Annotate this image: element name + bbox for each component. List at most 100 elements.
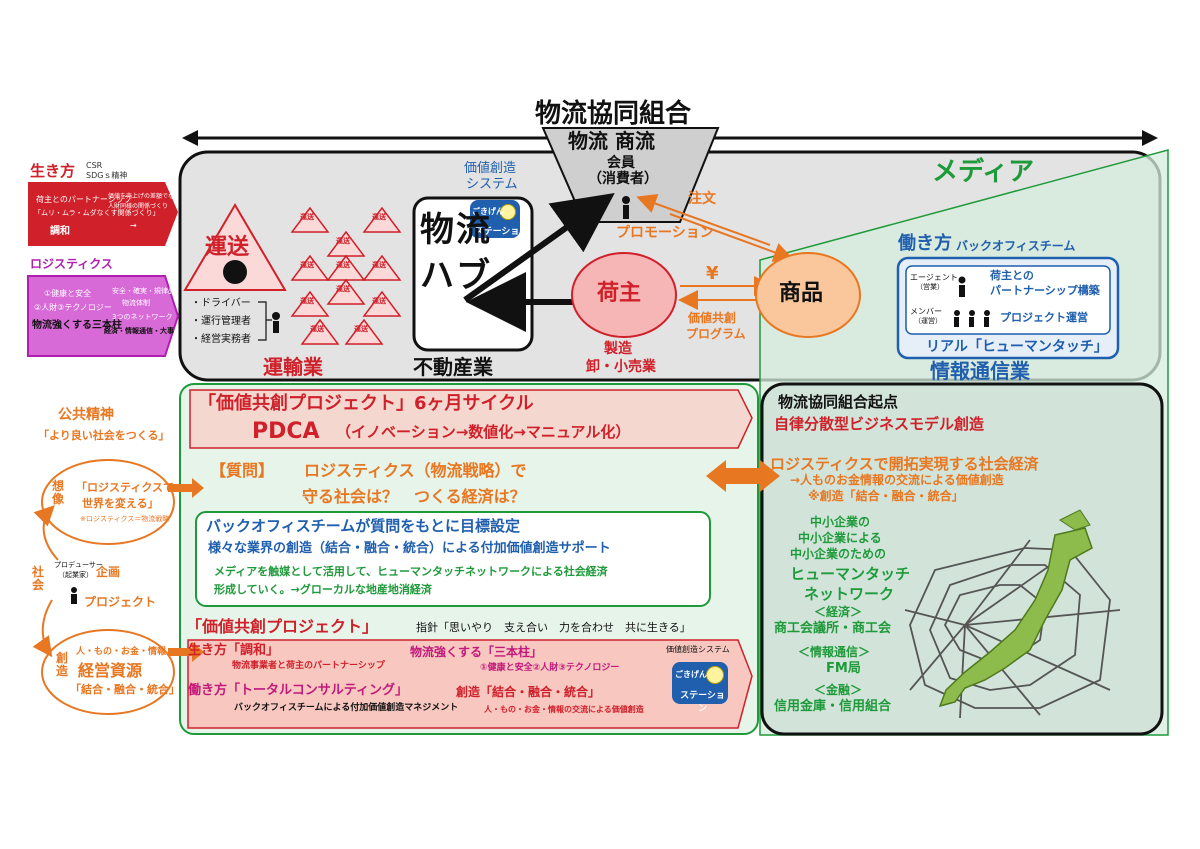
partner-l2: パートナーシップ構築 — [990, 284, 1100, 297]
csr-label: CSR — [86, 161, 103, 170]
sdgs-label: SDGｓ精神 — [86, 171, 128, 180]
info-org: FM局 — [826, 661, 861, 676]
coop-title: 物流協同組合 — [535, 99, 692, 129]
kyoso-l2: プログラム — [686, 327, 746, 341]
ikikata-heading: 生き方 — [30, 162, 76, 180]
shipper-circle — [571, 252, 677, 338]
bottom-value-system: 価値創造システム — [666, 645, 730, 654]
workstyle-title: 働き方 — [898, 233, 952, 254]
bottom-hatarakikata-sub: バックオフィスチームによる付加価値創造マネジメント — [234, 703, 459, 713]
seizo-label: 製造 — [604, 341, 632, 357]
member-role-label: メンバー — [910, 307, 942, 316]
finance-label: ＜金融＞ — [814, 683, 863, 697]
kyoso-l1: 価値共創 — [688, 311, 737, 325]
partner-l1: 荷主との — [990, 269, 1034, 282]
backoffice-line2: 様々な業界の創造（結合・融合・統合）による付加価値創造サポート — [208, 541, 611, 556]
hub-line2: ハブ — [420, 256, 492, 296]
pdca-sub: （イノベーション→数値化→マニュアル化） — [336, 423, 631, 441]
truck-triangle-label: 運送 — [300, 261, 314, 269]
gokigen-top-text: ごきげん — [675, 670, 707, 679]
realestate-industry: 不動産業 — [413, 355, 493, 379]
product-circle — [755, 252, 861, 338]
commerce-flow-title: 物流 商流 — [568, 129, 655, 153]
bottom-sozo-sub: 人・もの・お金・情報の交流による価値創造 — [484, 705, 644, 714]
info-label: ＜情報通信＞ — [798, 645, 871, 659]
producer-sub: （起業家） — [58, 571, 93, 579]
econ-org: 商工会議所・商工会 — [774, 621, 892, 636]
backoffice-box — [195, 511, 711, 607]
truck-triangle-label: 運送 — [372, 261, 386, 269]
pdca-label: PDCA — [252, 419, 320, 444]
real-human-touch: リアル「ヒューマンタッチ」 — [926, 339, 1108, 355]
truck-triangle-label: 運送 — [310, 325, 324, 333]
bottom-project-title: 「価値共創プロジェクト」 — [186, 617, 379, 636]
plan-label: 企画 — [96, 565, 121, 579]
public-spirit: 公共精神 — [58, 407, 114, 423]
hub-line1: 物流 — [420, 210, 492, 250]
ict-industry: 情報通信業 — [930, 359, 1030, 383]
backoffice-line4: 形成していく。→グローカルな地産地消経済 — [214, 583, 432, 596]
truck-triangle-label: 運送 — [300, 213, 314, 221]
shipper-name: 荷主 — [597, 281, 642, 306]
project-cycle-title: 「価値共創プロジェクト」6ヶ月サイクル — [198, 393, 534, 414]
human-touch-l1: ヒューマンタッチ — [790, 565, 911, 583]
unso-label: 運送 — [205, 235, 250, 260]
question-text2: 守る社会は？ つくる経済は？ — [302, 487, 526, 506]
ikikata-box-r1: 価値を売上げの差額でなく — [108, 193, 181, 200]
gokigen-bottom-text: ステーション — [680, 691, 725, 714]
ikikata-box-l2: 「ムリ・ムラ・ムダなくす関係づくり」 — [34, 209, 160, 217]
unso-triangle — [183, 203, 287, 291]
logi-l2: ②人財③テクノロジー — [34, 303, 112, 312]
ikikata-banner — [28, 182, 178, 246]
logistics-banner — [27, 275, 180, 357]
sme-line3: 中小企業のための — [790, 547, 887, 561]
change-world-l1: 「ロジスティクスで — [76, 481, 175, 494]
bottom-project-banner — [187, 639, 753, 729]
logistics-society: ロジスティクスで開拓実現する社会経済 — [770, 455, 1039, 473]
backoffice-line3: メディアを触媒として活用して、ヒューマンタッチネットワークによる社会経済 — [214, 565, 608, 578]
project-label: プロジェクト — [84, 595, 157, 609]
econ-label: ＜経済＞ — [814, 605, 863, 619]
coop-origin-title: 物流協同組合起点 — [778, 393, 899, 411]
person-icons — [71, 196, 990, 604]
bottom-ikikata: 生き方「調和」 — [188, 643, 280, 658]
truck-triangle-label: 運送 — [336, 261, 350, 269]
coop-origin-panel — [760, 382, 1164, 736]
ikikata-box-l1: 荷主とのパートナーシップ — [36, 195, 132, 204]
product-name: 商品 — [779, 281, 824, 306]
ikikata-box-r2: 人財同様の関係づくり — [108, 203, 169, 210]
right-line3: ※創造「結合・融合・統合」 — [808, 489, 964, 503]
agent-sub: （営業） — [916, 283, 944, 291]
order-label: 注文 — [688, 191, 716, 207]
gokigen-station-badge: ごきげん ステーション — [470, 200, 520, 250]
bottom-sozo: 創造「結合・融合・統合」 — [456, 685, 601, 699]
member-label: 会員 — [607, 155, 635, 171]
japan-map — [938, 527, 1093, 708]
media-label: メディア — [932, 157, 1035, 187]
consumer-label: （消費者） — [588, 171, 658, 187]
logi-l1: ①健康と安全 — [44, 289, 92, 298]
bottom-pillars: 物流強くする「三本柱」 — [410, 645, 543, 659]
admin-label: ・経営実務者 — [191, 334, 251, 345]
link-double-arrow — [706, 460, 780, 492]
value-system-line1: 価値創造 — [464, 161, 517, 176]
sme-line1: 中小企業の — [810, 515, 871, 529]
truck-triangle-label: 運送 — [336, 285, 350, 293]
logi-l3: 物流強くする三本柱 — [32, 320, 122, 331]
right-line2: →人ものお金情報の交流による価値創造 — [790, 473, 1004, 487]
gokigen-bottom-text: ステーション — [474, 227, 520, 250]
gokigen-top-text: ごきげん — [472, 207, 504, 216]
better-society: 「より良い社会をつくる」 — [38, 429, 170, 442]
sme-line2: 中小企業による — [798, 531, 882, 545]
member-role-sub: （運営） — [914, 317, 942, 325]
human-touch-l2: ネットワーク — [804, 585, 895, 603]
smile-icon — [706, 666, 724, 684]
gokigen-station-badge-bottom: ごきげん ステーション — [672, 662, 728, 714]
resources-list: 人・もの・お金・情報 — [76, 647, 167, 657]
truck-triangle-label: 運送 — [300, 297, 314, 305]
create-circle — [41, 629, 175, 715]
ikikata-box-r3: → — [130, 221, 137, 230]
imagine-circle — [41, 459, 175, 545]
resources-label: 経営資源 — [78, 661, 143, 680]
